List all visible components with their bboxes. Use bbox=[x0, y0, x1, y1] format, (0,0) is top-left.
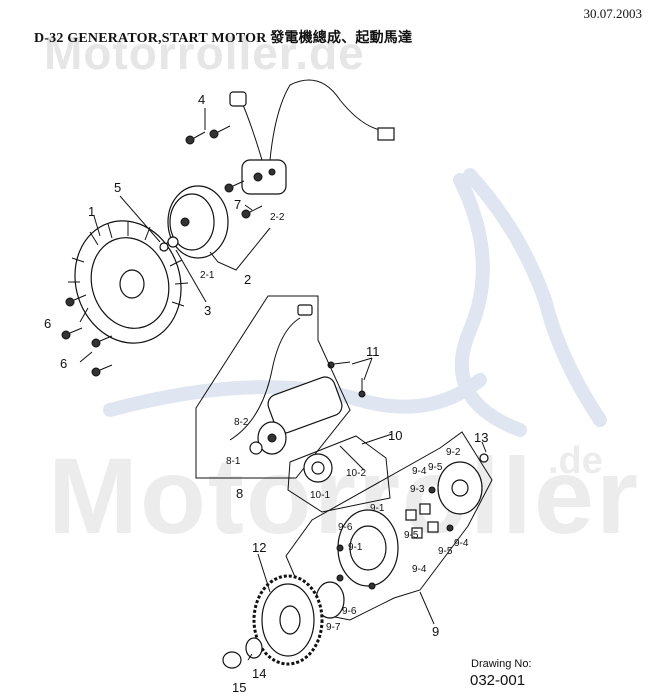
idle-gear bbox=[287, 435, 391, 513]
scooter-watermark bbox=[103, 168, 607, 437]
label-part-9-4a: 9-4 bbox=[412, 466, 427, 477]
label-part-9-5b: 9-5 bbox=[404, 530, 419, 541]
part-labels: 1 2 2-1 2-2 3 4 5 6 6 7 8 8-1 8-2 9 9-1 … bbox=[44, 92, 488, 695]
washer-14 bbox=[245, 637, 263, 659]
label-part-10: 10 bbox=[388, 428, 402, 443]
stator-harness bbox=[229, 79, 395, 195]
label-part-13: 13 bbox=[474, 430, 488, 445]
label-part-8-2: 8-2 bbox=[234, 417, 249, 428]
label-part-9-7: 9-7 bbox=[326, 622, 341, 633]
bolts bbox=[61, 125, 366, 398]
label-part-9-4c: 9-4 bbox=[454, 538, 469, 549]
label-part-9-4b: 9-4 bbox=[412, 564, 427, 575]
label-part-9-1a: 9-1 bbox=[370, 503, 385, 514]
label-part-10-1: 10-1 bbox=[310, 490, 330, 501]
flywheel-fan bbox=[68, 220, 189, 344]
starter-clutch-group bbox=[285, 431, 493, 621]
leader-lines bbox=[79, 108, 487, 661]
drawing-date: 30.07.2003 bbox=[583, 6, 643, 21]
label-part-15: 15 bbox=[232, 680, 246, 695]
label-part-10-2: 10-2 bbox=[346, 468, 366, 479]
label-part-9-5c: 9-5 bbox=[438, 546, 453, 557]
label-part-9-1b: 9-1 bbox=[348, 542, 363, 553]
label-part-3: 3 bbox=[204, 303, 211, 318]
watermark-suffix: .de bbox=[548, 440, 603, 482]
label-part-4: 4 bbox=[198, 92, 205, 107]
label-part-9-6b: 9-6 bbox=[342, 606, 357, 617]
label-part-9-6a: 9-6 bbox=[338, 522, 353, 533]
label-part-8: 8 bbox=[236, 486, 243, 501]
label-part-2-1: 2-1 bbox=[200, 270, 215, 281]
label-part-12: 12 bbox=[252, 540, 266, 555]
starter-driven-gear bbox=[252, 574, 324, 666]
label-part-5: 5 bbox=[114, 180, 121, 195]
drawing-number: 032-001 bbox=[470, 672, 526, 689]
nut-5 bbox=[159, 242, 169, 252]
circlip-13 bbox=[479, 453, 489, 463]
label-part-9-3: 9-3 bbox=[410, 484, 425, 495]
page-title: D-32 GENERATOR,START MOTOR 發電機總成、起動馬達 bbox=[34, 31, 413, 46]
label-part-9-2: 9-2 bbox=[446, 447, 461, 458]
label-part-7: 7 bbox=[234, 197, 241, 212]
label-part-9: 9 bbox=[432, 624, 439, 639]
group-2-bracket bbox=[209, 227, 271, 271]
starter-motor bbox=[195, 295, 351, 479]
label-part-8-1: 8-1 bbox=[226, 456, 241, 467]
washer-3 bbox=[167, 236, 179, 248]
label-part-9-5a: 9-5 bbox=[428, 462, 443, 473]
label-part-14: 14 bbox=[252, 666, 266, 681]
nut-15 bbox=[222, 651, 242, 669]
label-part-6a: 6 bbox=[44, 316, 51, 331]
generator-rotor bbox=[167, 185, 229, 259]
label-part-2-2: 2-2 bbox=[270, 212, 285, 223]
label-part-6b: 6 bbox=[60, 356, 67, 371]
label-part-1: 1 bbox=[88, 204, 95, 219]
label-part-2: 2 bbox=[244, 272, 251, 287]
drawing-number-label: Drawing No: bbox=[471, 658, 532, 670]
label-part-11: 11 bbox=[366, 344, 380, 359]
watermark-top: Motorroller.de bbox=[44, 27, 365, 79]
